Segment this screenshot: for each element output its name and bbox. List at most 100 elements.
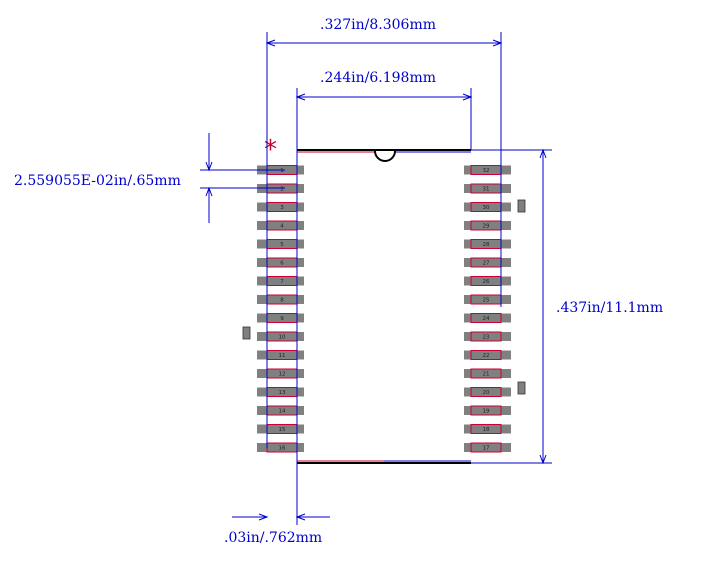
pad-body: [464, 313, 511, 323]
pad-length-arrow-right: [295, 513, 306, 521]
pin-number-label: 11: [279, 353, 286, 359]
pad-body: [464, 202, 511, 212]
pad-body: [464, 184, 511, 193]
body-length-label: .437in/11.1mm: [556, 300, 663, 316]
pad-body: [464, 350, 511, 360]
body-width-label: .244in/6.198mm: [320, 70, 436, 86]
pad-body: [257, 202, 304, 212]
pad-body: [257, 443, 304, 452]
pad-outline: [470, 405, 502, 416]
pad-body: [257, 239, 304, 249]
pad-body: [257, 332, 304, 341]
pin-number-label: 28: [483, 242, 490, 248]
pin-number-label: 15: [279, 427, 286, 433]
pad-outline: [470, 387, 502, 397]
pad-outline: [470, 350, 502, 360]
pin-number-label: 4: [280, 224, 284, 230]
pin-number-label: 5: [280, 242, 284, 248]
pad-right-24: 24: [464, 313, 511, 323]
pin-number-label: 27: [483, 261, 490, 267]
pad-outline: [470, 424, 502, 434]
pad-body: [464, 239, 511, 249]
pad-right-17: 17: [464, 442, 511, 453]
pad-outline: [470, 331, 502, 342]
pin-number-label: 30: [483, 205, 490, 211]
pad-body: [257, 424, 304, 434]
pin-number-label: 8: [280, 298, 284, 304]
pad-length-label: .03in/.762mm: [224, 530, 322, 546]
pad-body: [464, 443, 511, 452]
pin-number-label: 23: [483, 335, 490, 341]
pad-right-26: 26: [464, 276, 511, 286]
pitch-arrow-bottom: [205, 186, 213, 197]
pin-number-label: 7: [280, 279, 284, 285]
pad-body: [464, 369, 511, 378]
pin1-marker: *: [264, 135, 277, 165]
body-length-arrow-bottom: [539, 454, 547, 465]
overall-width-arrow-left: [265, 39, 276, 47]
pin-number-label: 6: [280, 261, 284, 267]
pad-right-22: 22: [464, 350, 511, 360]
pin-number-label: 26: [483, 279, 490, 285]
pad-right-25: 25: [464, 294, 511, 305]
pad-outline: [470, 313, 502, 323]
body-width-arrow-left: [295, 93, 306, 101]
pin-number-label: 21: [483, 372, 490, 378]
pin-number-label: 17: [483, 446, 490, 452]
pin-number-label: 20: [483, 390, 490, 396]
pad-right-27: 27: [464, 257, 511, 268]
component-body: [297, 149, 471, 464]
pad-body: [257, 295, 304, 304]
pad-length-arrow-left: [258, 513, 269, 521]
pad-body: [464, 258, 511, 267]
pad-body: [257, 221, 304, 230]
pad-right-20: 20: [464, 387, 511, 397]
pitch-label: 2.559055E-02in/.65mm: [14, 173, 181, 189]
pad-body: [257, 406, 304, 415]
pad-body: [257, 276, 304, 286]
pad-outline: [470, 368, 502, 379]
pin-number-label: 1: [280, 168, 284, 174]
pitch-arrow-top: [205, 161, 213, 172]
pin-number-label: 3: [280, 205, 284, 211]
pin-number-label: 31: [483, 187, 490, 193]
body-notch: [374, 150, 396, 162]
pad-body: [257, 350, 304, 360]
dimension-lines: [200, 32, 552, 525]
pin-number-label: 22: [483, 353, 490, 359]
pad-outline: [470, 442, 502, 453]
pad-body: [464, 276, 511, 286]
pad-body: [257, 313, 304, 323]
pin-number-label: 32: [483, 168, 490, 174]
pad-right-18: 18: [464, 424, 511, 434]
pad-right-31: 31: [464, 183, 511, 194]
pin-number-label: 24: [483, 316, 490, 322]
pad-right-28: 28: [464, 239, 511, 249]
fiducial-marker-right-bottom: [517, 381, 526, 395]
pad-body: [257, 387, 304, 397]
pin-number-label: 19: [483, 409, 490, 415]
pad-right-30: 30: [464, 202, 511, 212]
pin-number-label: 10: [279, 335, 286, 341]
fiducial-marker-right-top: [517, 199, 526, 213]
pad-body: [464, 406, 511, 415]
body-length-arrow-top: [539, 148, 547, 159]
pin-number-label: 18: [483, 427, 490, 433]
pin-number-label: 14: [279, 409, 286, 415]
pad-body: [464, 221, 511, 230]
body-width-arrow-right: [462, 93, 473, 101]
pad-right-21: 21: [464, 368, 511, 379]
pin-number-label: 25: [483, 298, 490, 304]
pad-body: [257, 258, 304, 267]
overall-width-label: .327in/8.306mm: [320, 17, 436, 33]
pin-number-label: 9: [280, 316, 284, 322]
pad-body: [257, 369, 304, 378]
pad-body: [464, 424, 511, 434]
pad-right-23: 23: [464, 331, 511, 342]
pad-body: [464, 387, 511, 397]
overall-width-arrow-right: [492, 39, 503, 47]
pin-number-label: 12: [279, 372, 286, 378]
pad-body: [464, 295, 511, 304]
pad-body: [464, 165, 511, 175]
